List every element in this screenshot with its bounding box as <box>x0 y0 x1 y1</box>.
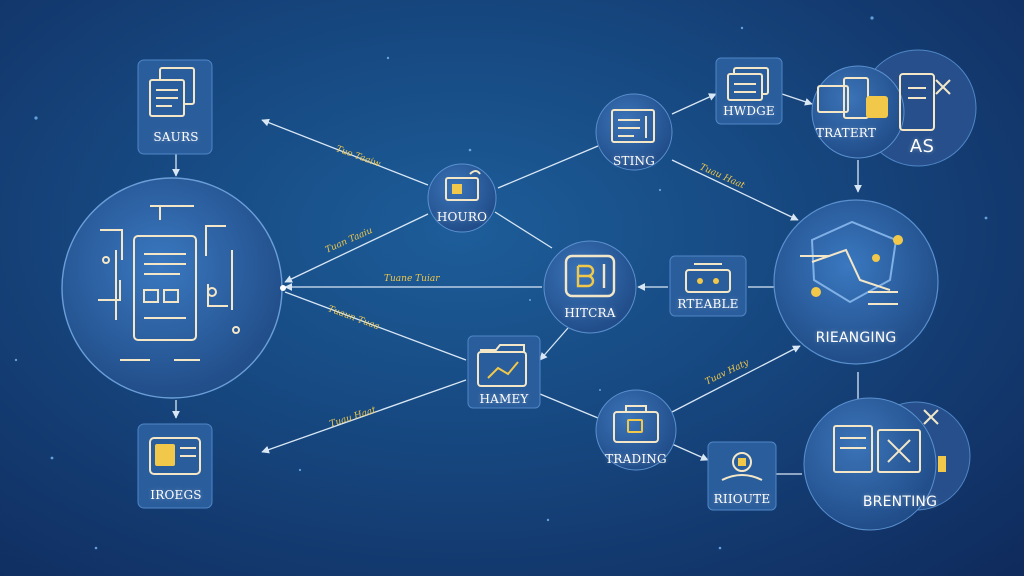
label-brenting: BRENTING <box>862 494 938 510</box>
stack-icon <box>727 67 769 101</box>
label-reanging: RIEANGING <box>815 330 897 346</box>
node-central-circuit[interactable] <box>61 177 286 399</box>
node-sting[interactable] <box>595 93 673 171</box>
camera-card-icon <box>149 437 201 475</box>
briefcase-icon <box>613 405 659 443</box>
node-tratert-cluster[interactable] <box>811 49 977 167</box>
edge-trading-to-riioute <box>671 443 709 461</box>
node-iroegs[interactable] <box>137 423 213 509</box>
node-riioute[interactable] <box>707 441 777 511</box>
edge-hwdge-to-tratert <box>781 93 813 106</box>
edge-trading-to-reanging <box>671 345 801 413</box>
register-icon <box>564 254 616 298</box>
board-icon <box>833 409 946 473</box>
label-houro: HOURO <box>436 210 488 224</box>
documents-icon <box>149 67 195 117</box>
node-houro[interactable] <box>427 163 497 233</box>
node-reanging[interactable] <box>773 199 939 365</box>
edge-label-middle: Tuane Tuiar <box>384 274 440 284</box>
label-sting: STING <box>612 154 656 168</box>
edge-houro-to-hitcra <box>494 211 553 249</box>
label-tratert: TRATERT <box>815 126 877 140</box>
node-trading[interactable] <box>595 389 677 471</box>
edge-central-to-hamey <box>284 291 467 361</box>
node-hitcra[interactable] <box>543 240 637 334</box>
label-trading: TRADING <box>605 452 667 466</box>
basket-icon <box>685 263 731 293</box>
label-rteable: RTEABLE <box>677 297 739 311</box>
label-saurs: SAURS <box>153 130 199 144</box>
edge-sting-to-hwdge <box>671 93 717 115</box>
edge-hitcra-to-hamey <box>539 327 569 361</box>
gear-hands-icon <box>721 452 763 481</box>
document-icon <box>611 109 655 143</box>
label-iroegs: IROEGS <box>150 488 202 502</box>
edges <box>172 93 862 475</box>
label-hamey: HAMEY <box>479 392 529 406</box>
ledger-icon <box>817 73 951 131</box>
label-as: AS <box>909 136 935 157</box>
node-rteable[interactable] <box>669 255 747 317</box>
network-map-icon <box>800 220 903 305</box>
circuit-document-icon <box>98 205 240 361</box>
label-hitcra: HITCRA <box>564 306 616 320</box>
node-hwdge[interactable] <box>715 57 783 125</box>
node-hamey[interactable] <box>467 335 541 409</box>
folder-chart-icon <box>477 344 527 387</box>
edge-houro-to-central <box>284 213 429 283</box>
node-brenting[interactable] <box>803 397 971 531</box>
label-riioute: RIIOUTE <box>713 492 771 506</box>
node-saurs[interactable] <box>137 59 213 155</box>
printer-icon <box>445 170 481 201</box>
edge-houro-to-sting <box>497 145 599 189</box>
edge-hamey-to-trading <box>539 393 599 419</box>
edge-sting-to-reanging <box>671 159 799 221</box>
edge-houro-to-saurs <box>261 118 429 186</box>
label-hwdge: HWDGE <box>723 104 775 118</box>
edge-hamey-to-iroegs <box>261 379 467 454</box>
background-stars <box>14 16 988 550</box>
